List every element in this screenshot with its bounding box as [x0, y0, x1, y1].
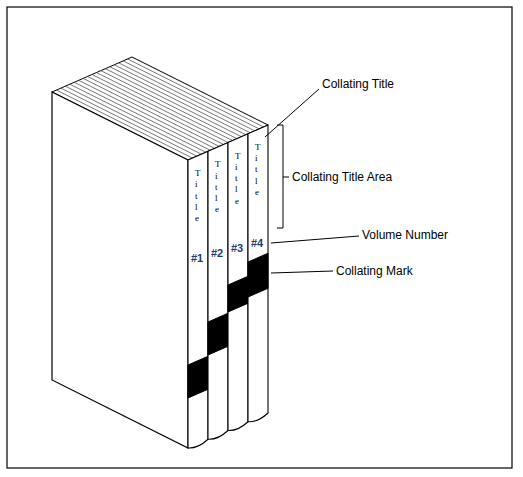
collating-mark [188, 356, 208, 398]
page-edge [119, 63, 255, 131]
collating-title: Title [215, 159, 220, 215]
collating-mark [228, 276, 248, 312]
volume-number: #1 [191, 252, 203, 264]
book-spine [188, 151, 208, 448]
leader-line [265, 89, 319, 137]
page-edge [123, 61, 259, 129]
page-edge [114, 65, 250, 133]
bracket [277, 125, 289, 228]
collating-title: Title [255, 142, 260, 198]
leader-line [271, 236, 359, 243]
collating-title: Title [235, 151, 240, 207]
leader-line [271, 271, 333, 273]
volume-number: #3 [231, 242, 243, 254]
page-edge [110, 67, 246, 135]
book-spine [228, 134, 248, 431]
page-edge [105, 69, 241, 137]
callout-label: Collating Mark [336, 264, 413, 278]
frame [7, 7, 512, 468]
book-spine [248, 125, 268, 422]
page-edge [128, 59, 264, 127]
collating-mark [248, 253, 268, 297]
volume-number: #4 [251, 237, 263, 249]
collating-title: Title [195, 168, 200, 224]
front-cover [52, 92, 188, 448]
volume-number: #2 [211, 247, 223, 259]
book-set [52, 57, 268, 448]
callout-label: Collating Title [322, 77, 394, 91]
book-spine [208, 143, 228, 440]
collating-mark [208, 313, 228, 355]
callout-label: Collating Title Area [292, 170, 392, 184]
callout-label: Volume Number [362, 228, 448, 242]
